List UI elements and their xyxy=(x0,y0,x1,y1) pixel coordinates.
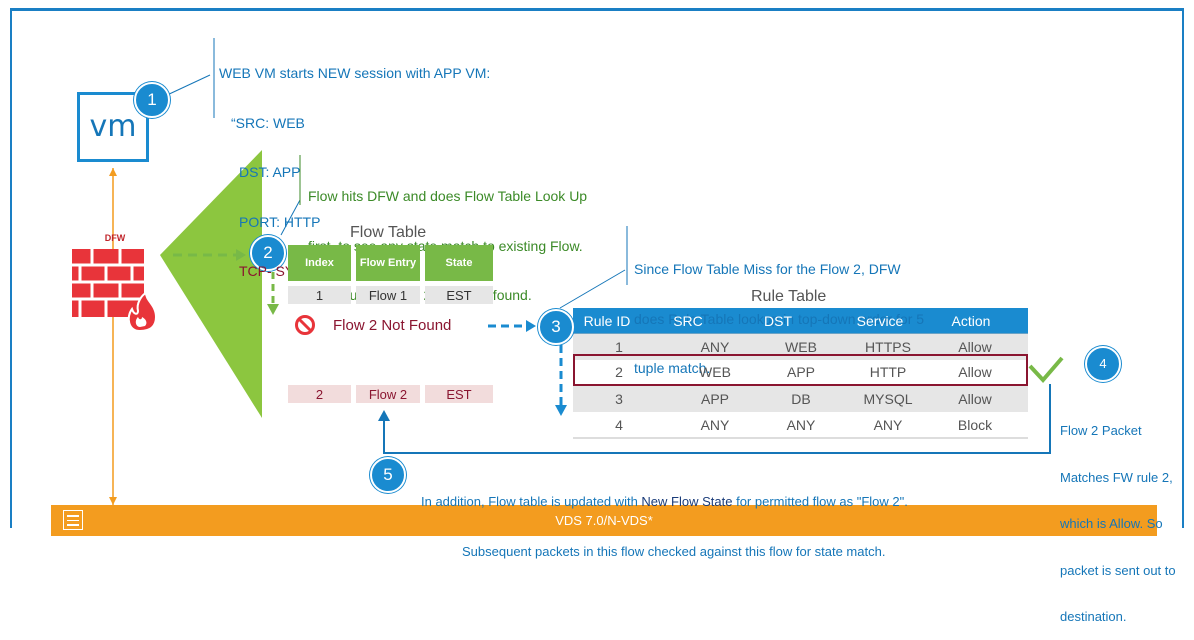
rule-row-2: 2 WEB APP HTTP Allow xyxy=(615,364,992,380)
step-2-badge: 2 xyxy=(250,235,286,271)
connector-lines xyxy=(51,38,1157,536)
rule-header-service: Service xyxy=(856,313,904,329)
flow-table-row2-state: EST xyxy=(425,385,493,403)
rule-header-id: Rule ID xyxy=(583,313,631,329)
step-4-badge: 4 xyxy=(1085,346,1121,382)
flow-table-header-index: Index xyxy=(288,245,351,281)
flow-table-header-state: State xyxy=(425,245,493,281)
step-1-badge: 1 xyxy=(134,82,170,118)
check-icon xyxy=(1028,356,1064,383)
flow-table-title: Flow Table xyxy=(350,224,427,241)
diagram-frame xyxy=(10,8,1184,528)
dfw-label: DFW xyxy=(104,233,126,243)
step-3-note: Since Flow Table Miss for the Flow 2, DF… xyxy=(634,261,925,376)
list-icon xyxy=(63,510,83,530)
vm-box: vm xyxy=(77,92,149,162)
vm-label: vm xyxy=(89,109,137,144)
callout-line-2 xyxy=(280,199,301,236)
flow-not-found-text: Flow 2 Not Found xyxy=(333,317,452,334)
step-3-badge: 3 xyxy=(538,309,574,345)
flow-table-header-entry: Flow Entry xyxy=(356,245,420,281)
rule-header-dst: DST xyxy=(764,313,792,329)
rule-row-4: 4 ANY ANY ANY Block xyxy=(615,417,993,433)
rule-table-header-bar xyxy=(573,308,1028,334)
matched-rule-highlight xyxy=(573,354,1028,386)
dfw-green-wedge xyxy=(160,150,262,418)
step-1-note: WEB VM starts NEW session with APP VM: “… xyxy=(219,65,491,279)
no-entry-icon xyxy=(294,314,316,336)
rule-table-title: Rule Table xyxy=(751,288,827,305)
flow-table-row1-entry: Flow 1 xyxy=(356,286,420,304)
callout-line-1 xyxy=(164,74,211,97)
flow-table-row1-state: EST xyxy=(425,286,493,304)
orange-arrow-down xyxy=(109,497,117,505)
rule-header-action: Action xyxy=(951,313,991,329)
rule-row-3: 3 APP DB MYSQL Allow xyxy=(615,391,992,407)
callout-line-3 xyxy=(559,269,626,309)
rule-table-header: Rule ID SRC DST Service Action xyxy=(573,308,1028,334)
step-5-badge: 5 xyxy=(370,457,406,493)
vds-bar xyxy=(51,505,1157,536)
return-arrow-line xyxy=(383,384,1051,454)
orange-arrow-up xyxy=(109,168,117,176)
rule-row-1: 1 ANY WEB HTTPS Allow xyxy=(615,339,992,355)
flow-table-row2-entry: Flow 2 xyxy=(356,385,420,403)
flow-table-row1-index: 1 xyxy=(288,286,351,304)
flow-table-row2-index: 2 xyxy=(288,385,351,403)
rule-header-src: SRC xyxy=(673,313,703,329)
firewall-icon: DFW xyxy=(70,233,160,333)
vds-label: VDS 7.0/N-VDS* xyxy=(555,513,653,528)
